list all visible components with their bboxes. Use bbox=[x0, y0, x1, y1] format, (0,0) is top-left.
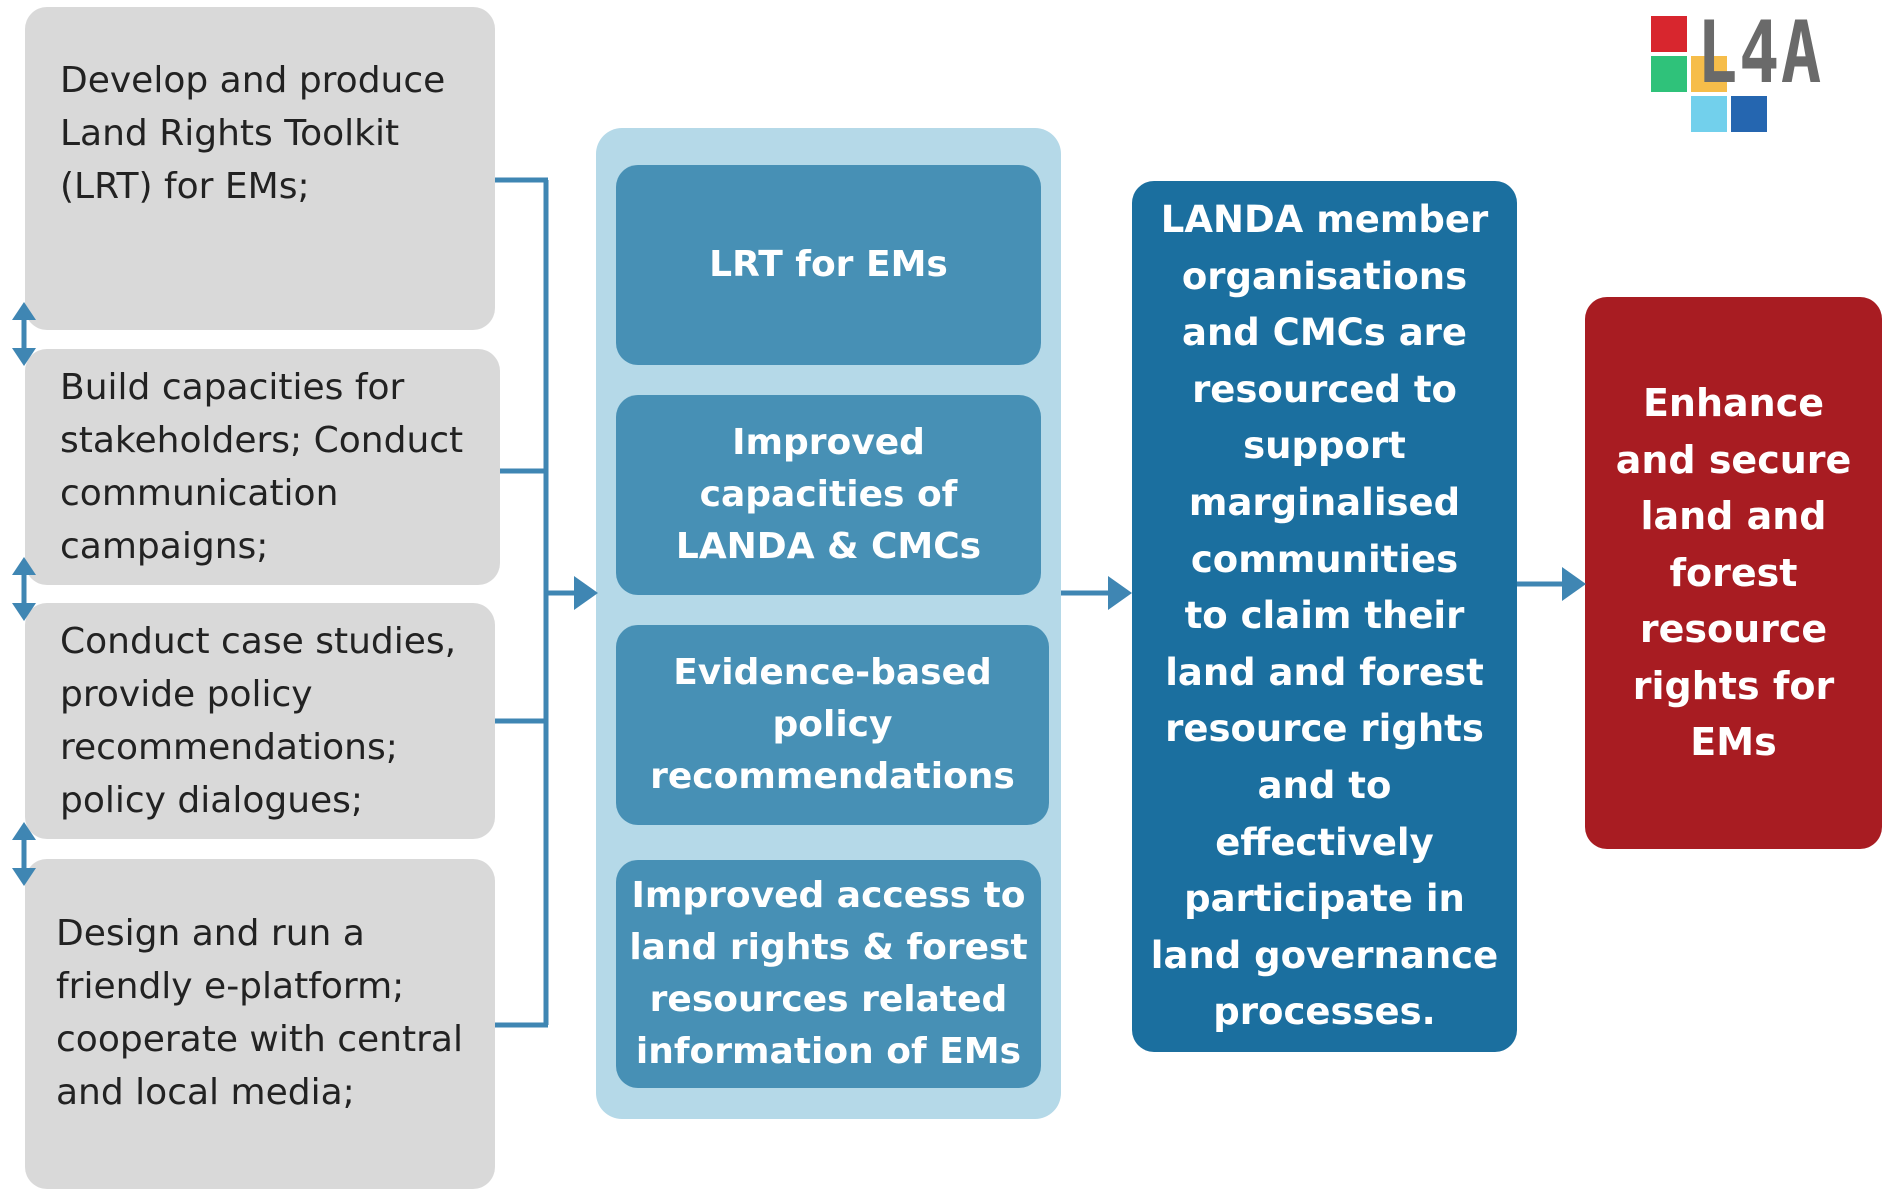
arrow-to-outcome-head bbox=[1108, 576, 1132, 610]
logo-blue-square bbox=[1731, 96, 1767, 132]
double-arrow-1-down-head bbox=[12, 348, 36, 366]
arrow-to-outputs-head bbox=[574, 576, 598, 610]
output-box-3: Evidence-based policy recommendations bbox=[616, 625, 1049, 825]
double-arrow-2-up-head bbox=[12, 557, 36, 575]
output-box-4: Improved access to land rights & forest … bbox=[616, 860, 1041, 1088]
arrow-to-impact-head bbox=[1562, 567, 1586, 601]
activity-box-4: Design and run a friendly e-platform; co… bbox=[25, 859, 495, 1189]
activity-box-1: Develop and produce Land Rights Toolkit … bbox=[25, 7, 495, 330]
impact-box: Enhance and secure land and forest resou… bbox=[1585, 297, 1882, 849]
outcome-box: LANDA member organisations and CMCs are … bbox=[1132, 181, 1517, 1052]
activity-box-3: Conduct case studies, provide policy rec… bbox=[25, 603, 495, 839]
logo-yellow-square bbox=[1691, 56, 1727, 92]
double-arrow-1-up-head bbox=[12, 302, 36, 320]
activity-box-2: Build capacities for stakeholders; Condu… bbox=[25, 349, 500, 585]
output-box-1: LRT for EMs bbox=[616, 165, 1041, 365]
double-arrow-3-down-head bbox=[12, 868, 36, 886]
logo-red-square bbox=[1651, 16, 1687, 52]
double-arrow-2-down-head bbox=[12, 603, 36, 621]
logo-lightblue-square bbox=[1691, 96, 1727, 132]
logo-text: L4A bbox=[1697, 3, 1823, 103]
output-box-2: Improved capacities of LANDA & CMCs bbox=[616, 395, 1041, 595]
logo-green-square bbox=[1651, 56, 1687, 92]
double-arrow-3-up-head bbox=[12, 822, 36, 840]
